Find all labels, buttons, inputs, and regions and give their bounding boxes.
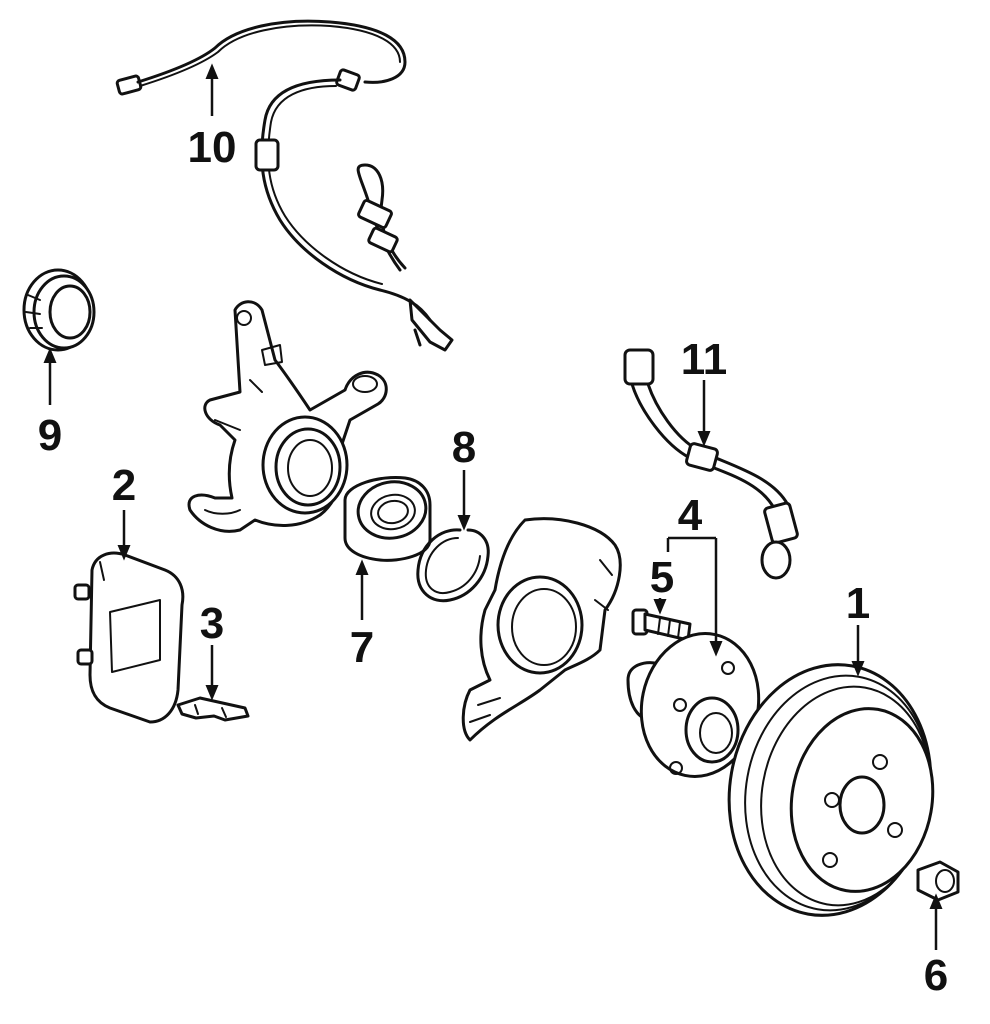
callout-5: 5 bbox=[650, 553, 674, 602]
pad-clip bbox=[176, 696, 250, 722]
callout-10: 10 bbox=[188, 123, 237, 172]
axle-nut bbox=[916, 860, 960, 902]
callout-1: 1 bbox=[846, 579, 870, 628]
snap-ring bbox=[416, 528, 490, 603]
brake-rotor bbox=[727, 663, 935, 917]
abs-sensor-wire bbox=[115, 19, 454, 352]
callout-3: 3 bbox=[200, 599, 224, 648]
callout-labels: 1 2 3 4 5 6 7 8 9 10 11 bbox=[38, 123, 948, 1000]
leader-lines bbox=[43, 63, 943, 950]
callout-7: 7 bbox=[350, 623, 374, 672]
splash-shield bbox=[461, 517, 622, 742]
wheel-bearing bbox=[343, 475, 432, 562]
callout-11: 11 bbox=[681, 335, 728, 384]
hub-assembly bbox=[626, 632, 761, 778]
seal bbox=[22, 268, 96, 352]
callout-2: 2 bbox=[112, 461, 136, 510]
brake-hose bbox=[623, 348, 799, 580]
callout-9: 9 bbox=[38, 411, 62, 460]
hub-bolt bbox=[631, 608, 692, 642]
callout-6: 6 bbox=[924, 951, 948, 1000]
steering-knuckle bbox=[187, 300, 388, 533]
caliper bbox=[73, 551, 185, 724]
callout-8: 8 bbox=[452, 423, 476, 472]
callout-4: 4 bbox=[678, 491, 703, 540]
